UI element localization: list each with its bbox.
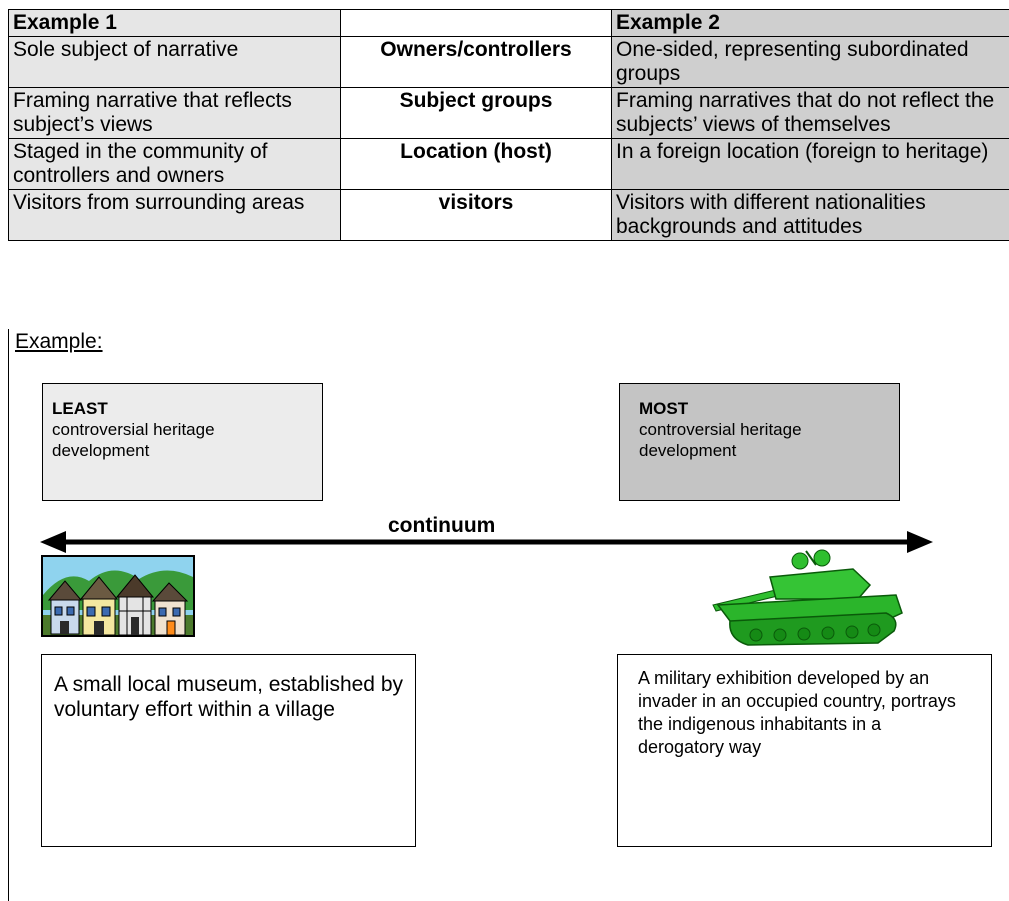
row-left-cell: Visitors from surrounding areas <box>8 189 341 241</box>
military-description-box: A military exhibition developed by an in… <box>617 654 992 847</box>
row-right-cell: In a foreign location (foreign to herita… <box>611 138 1009 190</box>
museum-text: A small local museum, established by vol… <box>54 673 403 721</box>
row-left-cell: Staged in the community of controllers a… <box>8 138 341 190</box>
most-text: controversial heritage development <box>639 420 802 460</box>
header-example-1: Example 1 <box>8 9 341 37</box>
example-label: Example: <box>15 330 103 353</box>
least-text: controversial heritage development <box>52 420 215 460</box>
continuum-label: continuum <box>388 514 496 537</box>
military-text: A military exhibition developed by an in… <box>638 668 956 757</box>
row-left-cell: Framing narrative that reflects subject’… <box>8 87 341 139</box>
village-houses-icon <box>41 555 195 637</box>
least-title: LEAST <box>52 399 108 418</box>
most-controversial-box: MOST controversial heritage development <box>619 383 900 501</box>
row-category-cell: visitors <box>340 189 612 241</box>
least-controversial-box: LEAST controversial heritage development <box>42 383 323 501</box>
row-right-cell: Framing narratives that do not reflect t… <box>611 87 1009 139</box>
continuum-arrow <box>40 531 933 553</box>
table-row: Staged in the community of controllers a… <box>8 138 1009 190</box>
row-category-cell: Location (host) <box>340 138 612 190</box>
row-category-cell: Subject groups <box>340 87 612 139</box>
museum-description-box: A small local museum, established by vol… <box>41 654 416 847</box>
table-row: Visitors from surrounding areas visitors… <box>8 189 1009 241</box>
row-right-cell: Visitors with different nationalities ba… <box>611 189 1009 241</box>
left-border-rule <box>8 329 9 901</box>
comparison-table: Example 1 Example 2 Sole subject of narr… <box>8 9 1009 241</box>
table-row: Sole subject of narrative Owners/control… <box>8 36 1009 88</box>
tank-icon <box>712 549 903 646</box>
row-right-cell: One-sided, representing subordinated gro… <box>611 36 1009 88</box>
row-left-cell: Sole subject of narrative <box>8 36 341 88</box>
header-example-2: Example 2 <box>611 9 1009 37</box>
row-category-cell: Owners/controllers <box>340 36 612 88</box>
table-header-row: Example 1 Example 2 <box>8 9 1009 37</box>
table-row: Framing narrative that reflects subject’… <box>8 87 1009 139</box>
header-middle <box>340 9 612 37</box>
most-title: MOST <box>639 399 689 418</box>
